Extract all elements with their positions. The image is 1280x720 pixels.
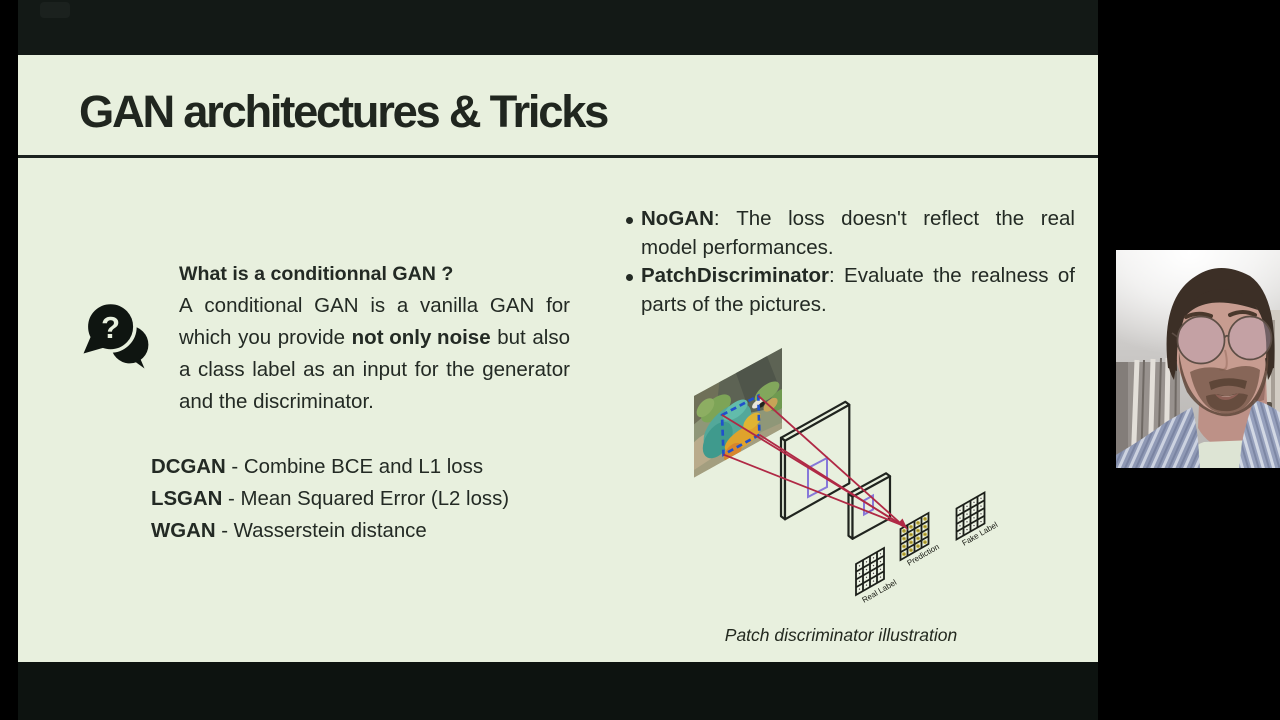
svg-text:?: ? (101, 310, 120, 345)
